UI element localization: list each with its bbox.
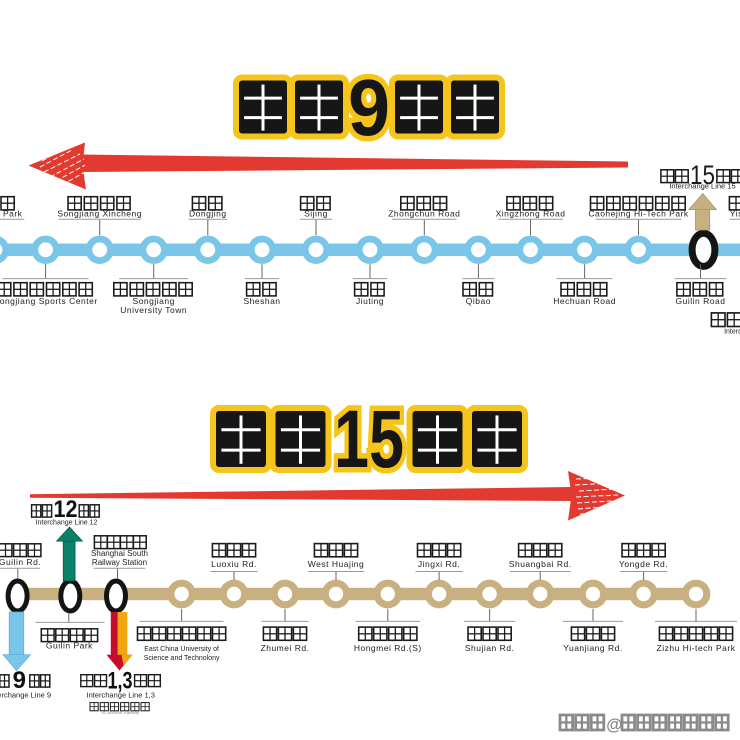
svg-text:Shuangbai Rd.: Shuangbai Rd. [509, 559, 572, 569]
svg-text:Interchange Line 15: Interchange Line 15 [669, 182, 735, 191]
svg-text:9: 9 [13, 667, 26, 694]
svg-text:Shanghai South: Shanghai South [91, 549, 148, 558]
svg-text:Xingzhong Road: Xingzhong Road [496, 209, 566, 219]
svg-text:Dongjing: Dongjing [189, 209, 227, 219]
svg-text:Interchange Line 3,4: Interchange Line 3,4 [724, 329, 740, 336]
svg-text:Zizhu Hi-tech Park: Zizhu Hi-tech Park [657, 643, 736, 653]
svg-text:Songjiang Sports Center: Songjiang Sports Center [0, 296, 98, 306]
svg-text:Guilin Road: Guilin Road [676, 296, 726, 306]
svg-text:Caohejing Hi-Tech Park: Caohejing Hi-Tech Park [588, 209, 689, 219]
svg-text:Hechuan Road: Hechuan Road [553, 296, 616, 306]
svg-text:Yongde Rd.: Yongde Rd. [619, 559, 668, 569]
svg-text:15: 15 [334, 394, 404, 485]
svg-text:Interchange Line 12: Interchange Line 12 [36, 520, 98, 527]
svg-text:West Huajing: West Huajing [308, 559, 364, 569]
svg-text:University Town: University Town [120, 305, 187, 315]
svg-text:9: 9 [348, 63, 390, 152]
svg-text:East China University of: East China University of [144, 646, 219, 653]
svg-text:12: 12 [54, 496, 78, 523]
svg-text:Shujian Rd.: Shujian Rd. [465, 643, 514, 653]
svg-text:Yuanjiang Rd.: Yuanjiang Rd. [563, 643, 622, 653]
svg-text:Interchange Line 1,3: Interchange Line 1,3 [87, 690, 155, 699]
svg-text:Guilin Park: Guilin Park [46, 641, 93, 651]
svg-text:Jiuting: Jiuting [356, 296, 384, 306]
svg-text:Science and Technolony: Science and Technolony [144, 655, 220, 662]
svg-text:Zuibaichi Park: Zuibaichi Park [0, 209, 23, 219]
svg-text:Railway Station: Railway Station [92, 558, 147, 567]
svg-text:Sijing: Sijing [304, 209, 328, 219]
svg-text:Guilin Rd.: Guilin Rd. [0, 557, 41, 567]
svg-text:Zhongchun Road: Zhongchun Road [388, 209, 460, 219]
svg-text:15: 15 [690, 160, 715, 190]
svg-text:Songjiang: Songjiang [133, 296, 175, 306]
svg-text:@: @ [606, 716, 622, 734]
svg-text:Hongmei Rd.(S): Hongmei Rd.(S) [354, 643, 422, 653]
svg-text:1,3: 1,3 [108, 668, 133, 695]
svg-text:Interchange Line 9: Interchange Line 9 [0, 690, 51, 699]
svg-text:Jingxi Rd.: Jingxi Rd. [418, 559, 460, 569]
svg-text:Sheshan: Sheshan [243, 296, 280, 306]
svg-text:Zhumei Rd.: Zhumei Rd. [261, 643, 310, 653]
svg-text:Yishan Rd.: Yishan Rd. [730, 209, 740, 219]
svg-text:To Jinshan Railway: To Jinshan Railway [101, 710, 140, 715]
svg-text:Qibao: Qibao [466, 296, 491, 306]
svg-text:Songjiang Xincheng: Songjiang Xincheng [57, 209, 142, 219]
svg-text:Luoxiu Rd.: Luoxiu Rd. [211, 559, 257, 569]
